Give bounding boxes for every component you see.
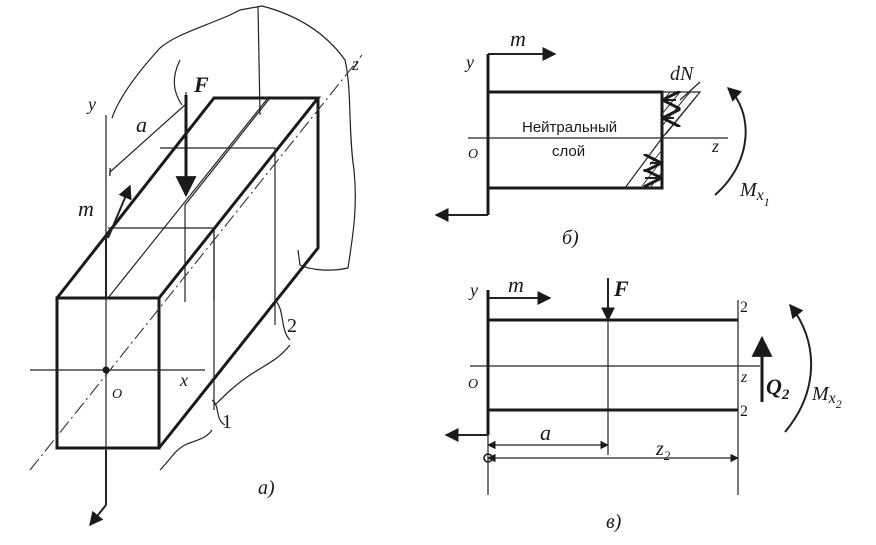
b-beam-rect (488, 90, 664, 190)
dim-a-line (109, 99, 187, 177)
c-label-figure: в) (606, 511, 622, 533)
figure-a: F y a m z O x 1 2 а) (29, 5, 363, 527)
b-label-y: y (464, 52, 474, 72)
figure-c: y m F 2 2 O z Q2 Mx2 a z2 в) (444, 272, 842, 533)
c-label-section-top: 2 (740, 299, 748, 316)
b-label-m: m (510, 26, 526, 51)
origin-point (102, 366, 110, 374)
section-cut-2 (274, 299, 291, 341)
c-label-z2: z2 (655, 438, 671, 463)
b-label-dN: dN (670, 63, 695, 85)
label-y: y (86, 94, 96, 114)
section-line-top-3 (160, 147, 276, 325)
c-label-a: a (540, 420, 551, 445)
section-line-top-1 (108, 227, 215, 300)
b-label-figure: б) (562, 227, 579, 249)
label-x: x (179, 370, 188, 390)
b-moment-arc (714, 87, 747, 196)
label-a: a (136, 112, 147, 137)
section-cut-1 (211, 399, 226, 426)
label-section-1: 1 (222, 411, 232, 433)
label-section-2: 2 (287, 315, 297, 337)
bottom-wave (159, 429, 213, 471)
b-label-O: O (468, 147, 478, 162)
reaction-arrow-diag (89, 504, 107, 527)
wall-outline (111, 5, 356, 271)
beam-right-face (157, 98, 320, 449)
c-label-O: O (468, 377, 478, 392)
label-F: F (193, 72, 209, 97)
label-O: O (112, 387, 122, 402)
c-label-F: F (613, 276, 629, 301)
c-label-section-bottom: 2 (740, 403, 748, 420)
c-label-z: z (740, 369, 748, 386)
c-label-Q: Q2 (766, 374, 790, 403)
c-moment-arc (784, 303, 813, 433)
moment-arrow (105, 235, 109, 298)
beam-top-face (55, 96, 322, 299)
b-stress-diagram (623, 91, 702, 189)
c-label-M: Mx2 (811, 383, 842, 411)
wall-inner (173, 59, 183, 106)
figure-b: y m dN Нейтральный слой O z Mx1 б) (434, 26, 770, 249)
c-beam-rect (488, 318, 738, 412)
c-label-m: m (508, 272, 524, 297)
b-label-neutral-1: Нейтральный (522, 119, 617, 136)
bottom-wave-2 (214, 344, 291, 406)
b-dN-leader (679, 81, 701, 101)
b-label-M: Mx1 (739, 179, 770, 209)
b-hatch (641, 91, 698, 189)
moment-arrow-diag (107, 184, 132, 239)
b-label-z: z (711, 136, 719, 156)
label-figure-a: а) (258, 477, 275, 499)
label-z: z (351, 54, 359, 74)
c-label-y: y (468, 280, 478, 300)
beam-center-line-top (107, 97, 269, 299)
label-m: m (78, 196, 94, 221)
axis-z-dashed (29, 54, 363, 471)
b-label-neutral-2: слой (552, 143, 585, 160)
section-line-top-2 (184, 97, 271, 302)
